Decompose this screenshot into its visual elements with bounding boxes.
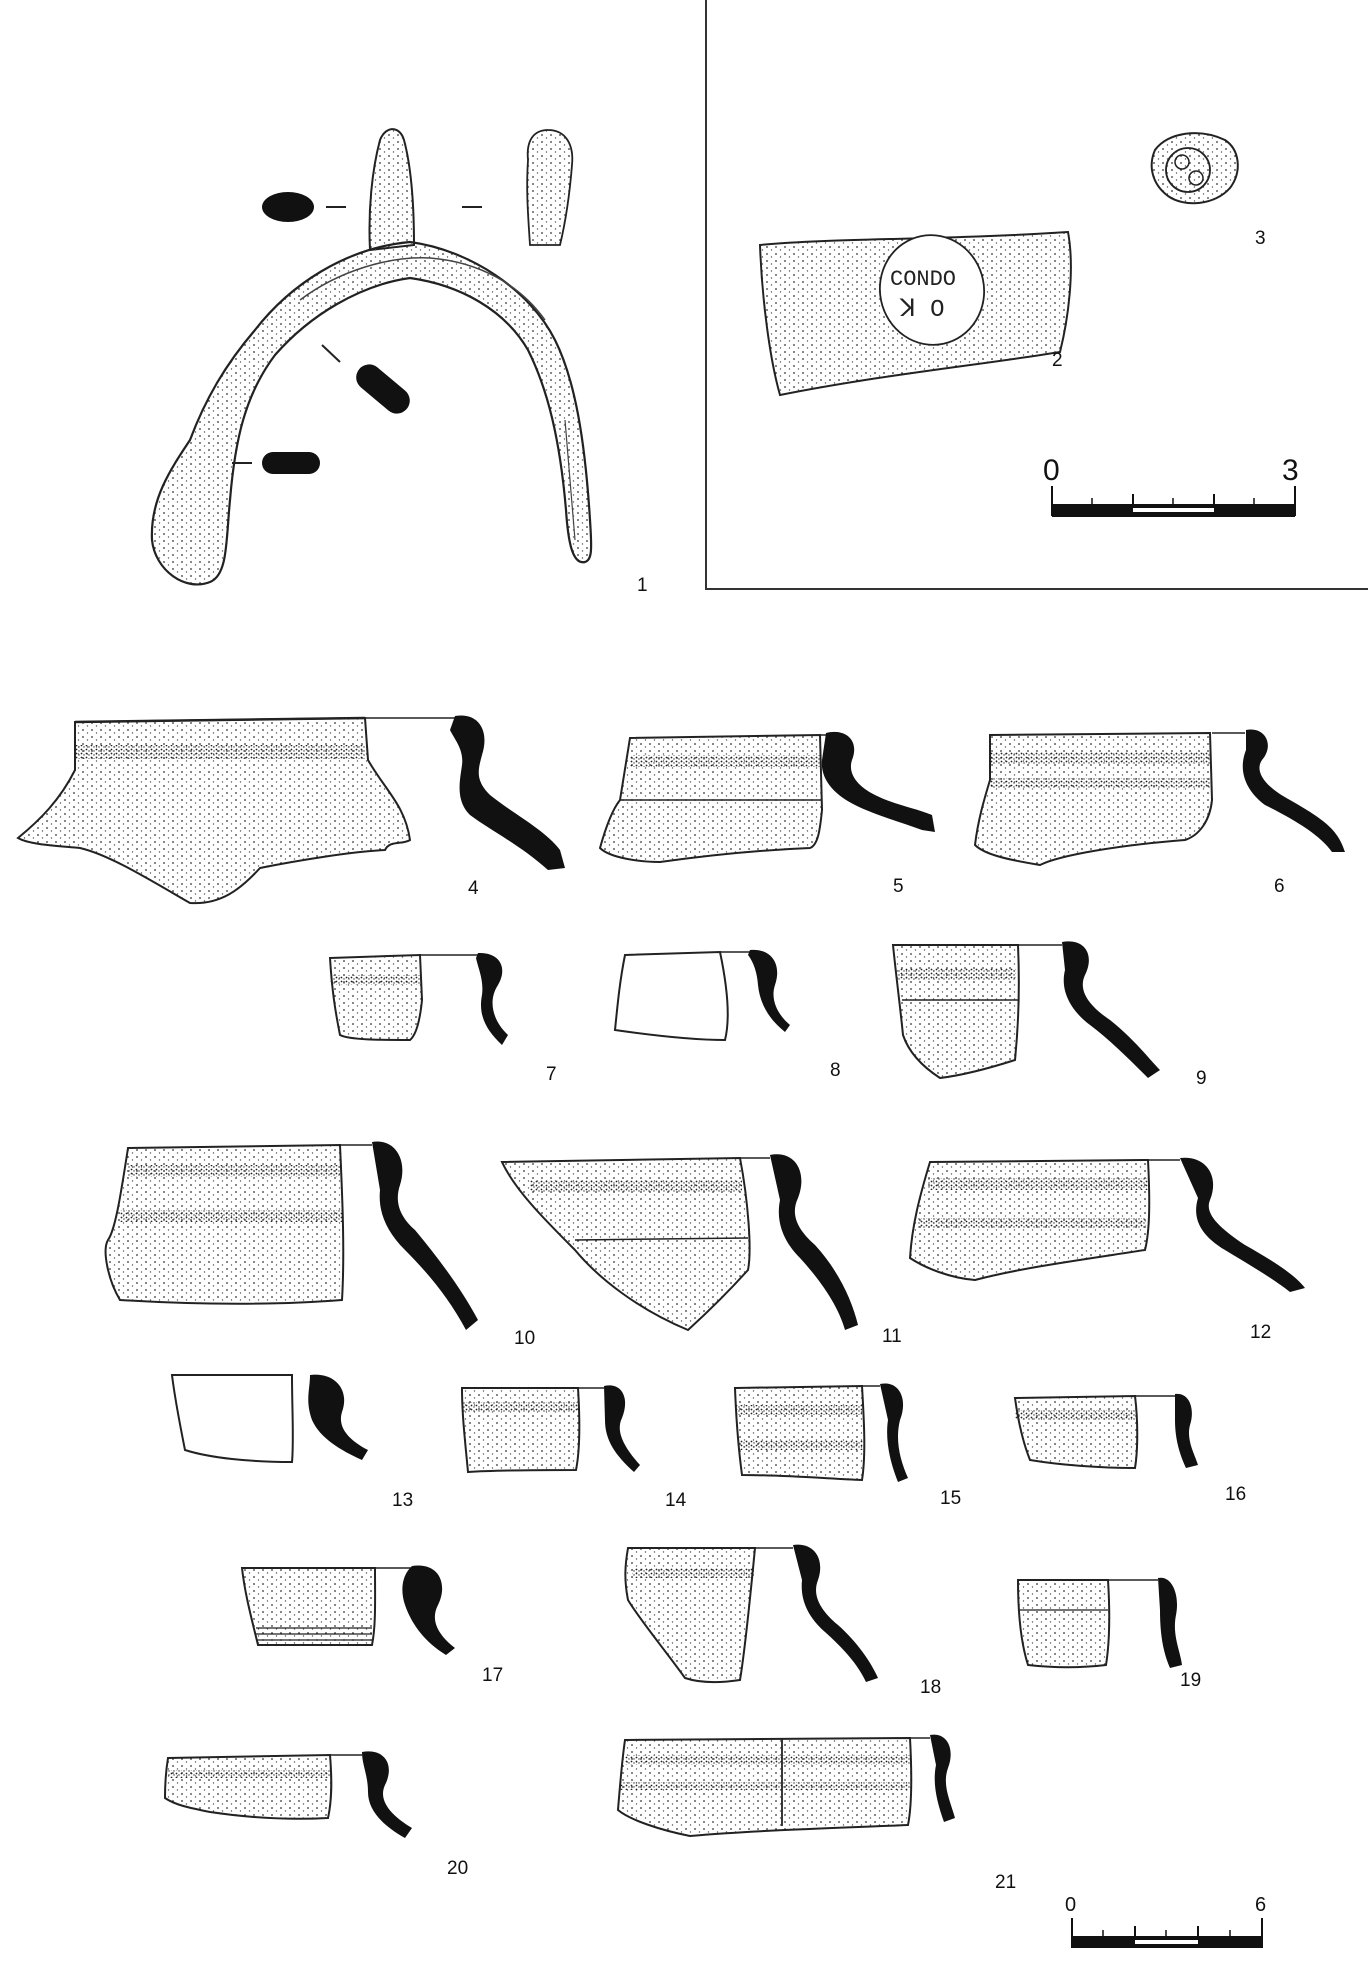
stamp-text-line1: CONDO: [890, 267, 956, 292]
figure-15-rim-sherd: [733, 1383, 908, 1482]
figure-10-rim-sherd: [104, 1141, 478, 1330]
panel-divider-horizontal: [705, 588, 1368, 590]
figure-3-stamp-fragment: [1150, 132, 1239, 205]
scale-bottom-end-label: 6: [1255, 1894, 1267, 1916]
figure-20-rim-sherd: [163, 1751, 412, 1838]
figure-label-15: 15: [940, 1488, 962, 1509]
figure-14-rim-sherd: [460, 1385, 640, 1474]
figure-label-17: 17: [482, 1665, 504, 1686]
figure-6-rim-sherd: [973, 729, 1345, 867]
scale-bottom-start-label: 0: [1065, 1894, 1077, 1916]
figure-label-14: 14: [665, 1490, 687, 1511]
figure-9-rim-sherd: [891, 941, 1160, 1080]
figure-7-rim-sherd: [328, 952, 508, 1045]
figure-label-20: 20: [447, 1858, 469, 1879]
figure-18-rim-sherd: [624, 1544, 878, 1684]
figure-1-spur: [150, 128, 593, 586]
figure-13-rim-sherd: [170, 1374, 368, 1464]
figure-17-rim-sherd: [240, 1565, 455, 1655]
figure-label-12: 12: [1250, 1322, 1272, 1343]
scale-bar-bottom: [1071, 1918, 1263, 1948]
figure-label-3: 3: [1255, 228, 1266, 249]
figure-label-10: 10: [514, 1328, 536, 1349]
figure-label-5: 5: [893, 876, 904, 897]
figure-21-rim-sherd: [616, 1734, 955, 1838]
figure-label-2: 2: [1052, 350, 1063, 371]
figure-2-stamped-sherd: CONDO ꓘ O: [758, 230, 1072, 397]
figure-label-18: 18: [920, 1677, 942, 1698]
figure-16-rim-sherd: [1013, 1393, 1198, 1470]
figure-label-6: 6: [1274, 876, 1285, 897]
stamp-text-line2: ꓘ O: [899, 297, 945, 324]
figure-label-21: 21: [995, 1872, 1017, 1893]
figure-8-rim-sherd: [613, 949, 790, 1042]
figure-19-rim-sherd: [1016, 1577, 1182, 1669]
scale-top-start-label: 0: [1043, 454, 1060, 487]
figure-label-9: 9: [1196, 1068, 1207, 1089]
figure-label-16: 16: [1225, 1484, 1247, 1505]
scale-top-end-label: 3: [1282, 454, 1299, 487]
figure-11-rim-sherd: [500, 1154, 858, 1332]
figure-label-7: 7: [546, 1064, 557, 1085]
scale-bar-top: [1051, 486, 1296, 517]
figure-label-11: 11: [882, 1326, 902, 1347]
figure-label-4: 4: [468, 878, 479, 899]
figure-label-13: 13: [392, 1490, 414, 1511]
panel-divider-vertical: [705, 0, 707, 590]
figure-5-rim-sherd: [598, 731, 935, 864]
figure-label-1: 1: [637, 575, 648, 596]
figure-4-rim-sherd: [16, 715, 565, 905]
figure-label-19: 19: [1180, 1670, 1202, 1691]
figure-12-rim-sherd: [908, 1157, 1305, 1292]
figure-label-8: 8: [830, 1060, 841, 1081]
